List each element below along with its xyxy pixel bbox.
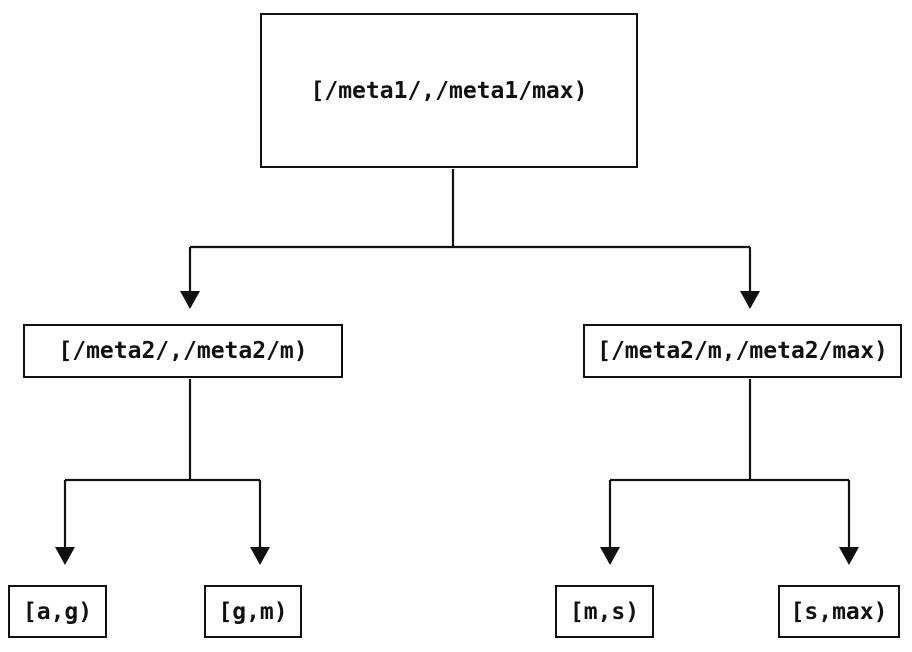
tree-leaf-smax-label: [s,max)	[790, 598, 888, 625]
tree-leaf-ms: [m,s)	[555, 585, 654, 638]
arrow-down-icon	[600, 547, 620, 565]
arrow-down-icon	[250, 547, 270, 565]
arrow-down-icon	[839, 547, 859, 565]
arrow-down-icon	[180, 291, 200, 309]
tree-leaf-ms-label: [m,s)	[569, 598, 640, 625]
tree-leaf-ag: [a,g)	[8, 585, 107, 638]
tree-leaf-gm: [g,m)	[204, 585, 302, 638]
tree-node-meta2-right: [/meta2/m,/meta2/max)	[583, 324, 902, 378]
tree-node-meta2-left: [/meta2/,/meta2/m)	[23, 324, 343, 378]
edge-root-to-level2	[188, 169, 752, 292]
tree-node-root-label: [/meta1/,/meta1/max)	[310, 77, 588, 104]
tree-leaf-ag-label: [a,g)	[22, 598, 93, 625]
tree-leaf-gm-label: [g,m)	[218, 598, 288, 625]
edge-right-to-leaves	[608, 379, 851, 548]
arrow-down-icon	[740, 291, 760, 309]
tree-leaf-smax: [s,max)	[778, 585, 900, 638]
tree-node-meta2-right-label: [/meta2/m,/meta2/max)	[597, 338, 888, 364]
arrow-down-icon	[55, 547, 75, 565]
tree-node-meta2-left-label: [/meta2/,/meta2/m)	[58, 338, 308, 364]
edge-left-to-leaves	[63, 379, 262, 548]
tree-node-root: [/meta1/,/meta1/max)	[260, 13, 638, 168]
